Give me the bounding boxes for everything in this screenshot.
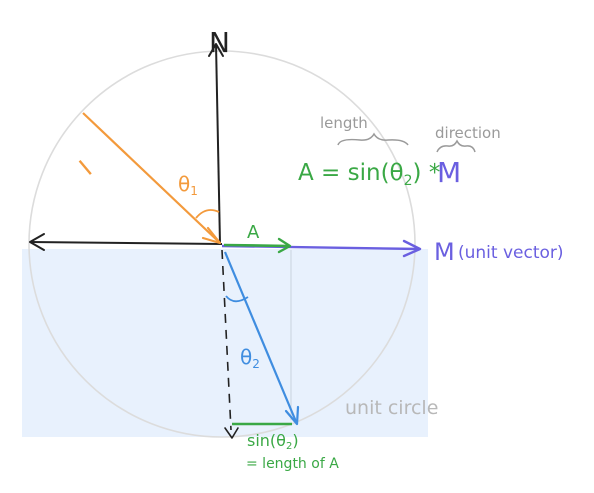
length-brace <box>337 132 409 146</box>
surface-left-arrowhead <box>29 233 45 251</box>
normal-dashed-line <box>221 249 232 431</box>
vector-a-label: A <box>247 222 260 243</box>
formula-m: M <box>437 156 461 189</box>
refracted-arrowhead <box>284 405 300 426</box>
theta2-label: θ2 <box>240 345 260 371</box>
incident-ray <box>82 112 221 244</box>
formula-text: A = sin(θ2) * <box>298 160 440 189</box>
theta2-arc <box>225 295 249 303</box>
theta1-label: θ1 <box>178 172 198 198</box>
normal-line <box>215 43 221 245</box>
vector-m-label: M <box>434 238 455 266</box>
unit-circle-label: unit circle <box>345 397 438 419</box>
surface-line <box>29 241 223 245</box>
sine-length-note: = length of A <box>246 456 339 472</box>
sine-label: sin(θ2) <box>247 431 299 452</box>
unit-vector-note: (unit vector) <box>458 243 564 263</box>
normal-arrowhead <box>208 43 224 57</box>
unit-circle <box>28 50 416 438</box>
a-arrowhead <box>277 237 292 254</box>
theta1-arc <box>195 209 220 219</box>
incident-arrowhead <box>201 226 222 245</box>
refracted-ray <box>223 251 299 425</box>
incident-label: I <box>74 155 97 181</box>
normal-down-arrowhead <box>224 427 239 439</box>
direction-note: direction <box>435 124 501 142</box>
water-region <box>22 249 428 437</box>
m-arrowhead <box>402 239 422 258</box>
length-note: length <box>320 114 368 132</box>
normal-label: N <box>209 26 230 59</box>
a-vector <box>223 243 291 248</box>
direction-brace <box>436 139 476 153</box>
